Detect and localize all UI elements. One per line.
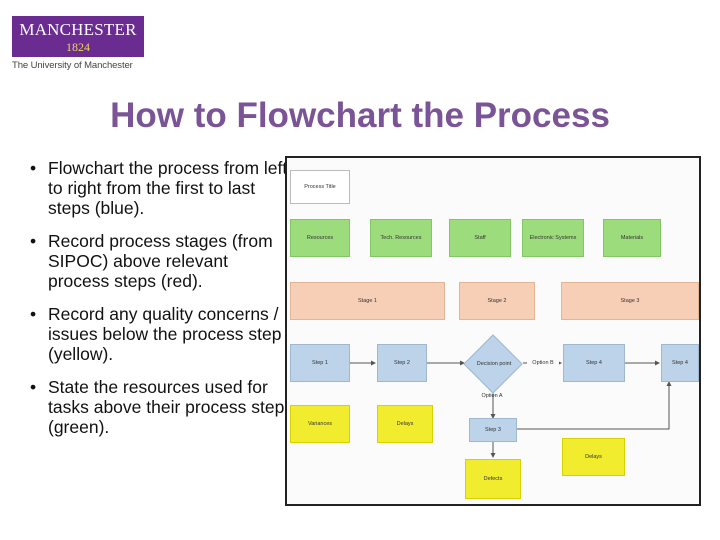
option-label: Option B [532, 360, 554, 366]
bullet-text: State the resources used for tasks above… [48, 377, 285, 437]
resource-label: Materials [620, 235, 644, 241]
stage-box: Stage 3 [561, 282, 699, 320]
stage-box: Stage 1 [290, 282, 445, 320]
resource-label: Staff [474, 235, 486, 241]
process-title-label: Process Title [304, 184, 336, 190]
option-label-wrap: Option A [473, 390, 511, 402]
bullet-item: • Flowchart the process from left to righ… [26, 158, 288, 218]
flowchart-connectors [350, 360, 672, 458]
university-logo: MANCHESTER 1824 The University of Manche… [12, 16, 144, 71]
resource-box: Tech. Resources [370, 219, 432, 257]
flowchart-diagram: Process Title Resources Tech. Resources … [285, 156, 701, 506]
logo-name: MANCHESTER [19, 20, 137, 39]
step-label: Step 2 [394, 360, 410, 366]
stage-label: Stage 3 [620, 298, 640, 304]
logo-block: MANCHESTER 1824 [12, 16, 144, 57]
process-title-box: Process Title [290, 170, 350, 204]
stage-label: Stage 2 [487, 298, 507, 304]
issue-label: Variances [307, 421, 333, 427]
slide-title: How to Flowchart the Process [110, 96, 610, 135]
step-label: Step 4 [672, 360, 688, 366]
logo-subtitle: The University of Manchester [12, 60, 133, 71]
bullet-text: Flowchart the process from left to right… [48, 158, 288, 218]
issue-label: Defects [483, 476, 503, 482]
resource-box: Electronic Systems [522, 219, 584, 257]
process-step-box: Step 4 [661, 344, 699, 382]
resource-label: Tech. Resources [380, 235, 422, 241]
process-step-box: Step 3 [469, 418, 517, 442]
bullet-dot-icon: • [30, 231, 37, 251]
process-step-box: Step 2 [377, 344, 427, 382]
bullet-item: • State the resources used for tasks abov… [26, 377, 288, 437]
issue-label: Delays [585, 454, 602, 460]
issue-box: Delays [562, 438, 625, 476]
bullet-text: Record process stages (from SIPOC) above… [48, 231, 273, 291]
issue-box: Delays [377, 405, 433, 443]
bullet-dot-icon: • [30, 158, 37, 178]
issue-box: Variances [290, 405, 350, 443]
option-label: Option A [481, 393, 503, 399]
option-label-wrap: Option B [527, 357, 559, 369]
resource-label: Electronic Systems [529, 235, 577, 241]
step-label: Step 3 [485, 427, 501, 433]
bullet-text: Record any quality concerns / issues bel… [48, 304, 282, 364]
issue-label: Delays [396, 421, 414, 427]
step-label: Step 1 [312, 360, 328, 366]
process-step-box: Step 1 [290, 344, 350, 382]
resource-label: Resources [306, 235, 334, 241]
decision-label-wrap: Decision point [467, 358, 521, 370]
stage-label: Stage 1 [358, 298, 377, 304]
bullet-item: • Record any quality concerns / issues be… [26, 304, 288, 364]
resource-box: Resources [290, 219, 350, 257]
bullet-list: • Flowchart the process from left to righ… [26, 158, 288, 450]
bullet-dot-icon: • [30, 304, 37, 324]
stage-box: Stage 2 [459, 282, 535, 320]
resource-box: Staff [449, 219, 511, 257]
logo-year: 1824 [66, 40, 90, 54]
bullet-dot-icon: • [30, 377, 37, 397]
bullet-item: • Record process stages (from SIPOC) abov… [26, 231, 288, 291]
issue-box: Defects [465, 459, 521, 499]
process-step-box: Step 4 [563, 344, 625, 382]
step-label: Step 4 [586, 360, 602, 366]
resource-box: Materials [603, 219, 661, 257]
decision-label: Decision point [476, 361, 512, 367]
